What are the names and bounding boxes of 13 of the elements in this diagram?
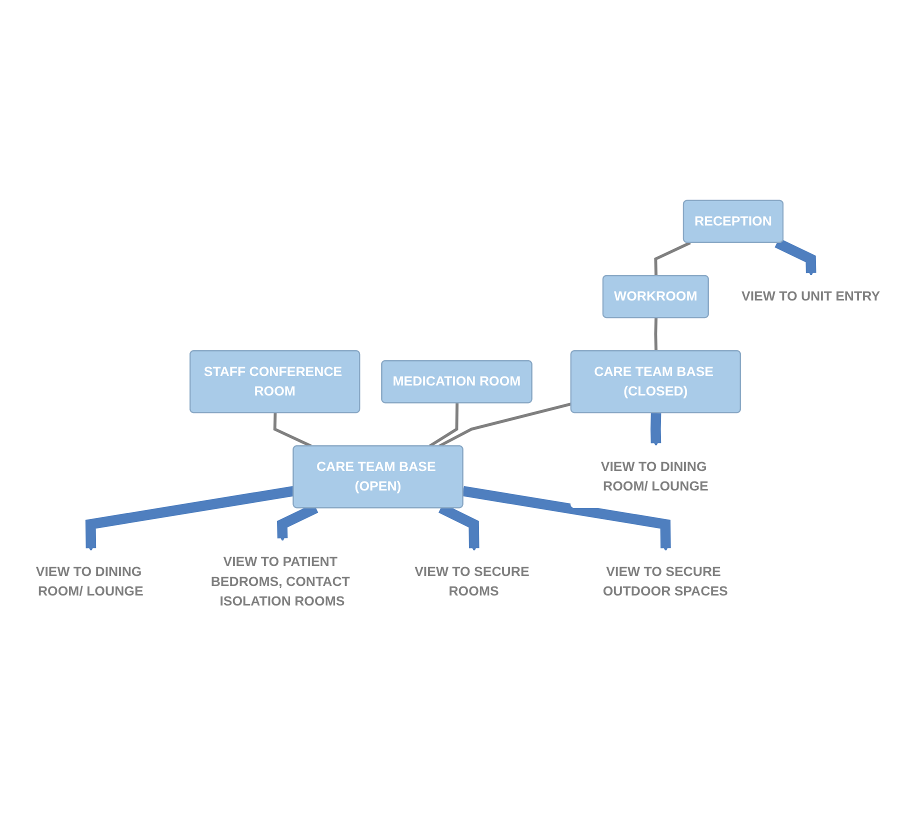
connector-line — [273, 412, 312, 448]
arrow — [85, 486, 294, 552]
node-text: VIEW TO DINING ROOM/ LOUNGE — [36, 564, 144, 599]
connector-line — [654, 241, 691, 276]
node-text: VIEW TO PATIENT BEDROMS, CONTACT ISOLATION ROOMS — [210, 554, 350, 609]
node-text: VIEW TO UNIT ENTRY — [742, 288, 880, 304]
arrow — [650, 412, 662, 446]
connector-line — [654, 318, 658, 352]
connector-line — [428, 403, 459, 448]
arrow — [462, 486, 671, 552]
node-text: VIEW TO SECURE ROOMS — [414, 564, 530, 599]
arrow — [774, 238, 816, 276]
node-text: VIEW TO SECURE OUTDOOR SPACES — [602, 564, 728, 599]
